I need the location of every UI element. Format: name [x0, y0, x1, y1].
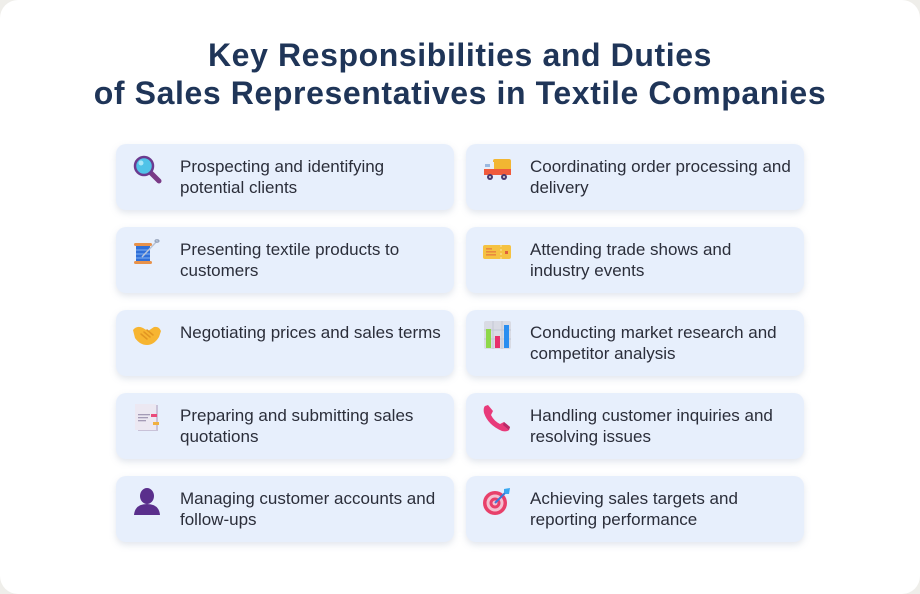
title-line-1: Key Responsibilities and Duties — [207, 37, 713, 73]
bar-chart-icon — [482, 320, 512, 350]
responsibility-card: Achieving sales targets and reporting pe… — [466, 476, 804, 542]
responsibility-label: Coordinating order processing and delive… — [530, 157, 791, 197]
responsibility-card: Handling customer inquiries and resolvin… — [466, 393, 804, 459]
responsibilities-grid: Prospecting and identifying potential cl… — [116, 144, 804, 542]
delivery-truck-icon — [482, 154, 512, 184]
handshake-icon — [132, 320, 162, 350]
responsibility-card: Prospecting and identifying potential cl… — [116, 144, 454, 210]
responsibility-label: Conducting market research and competito… — [530, 323, 777, 363]
responsibility-label: Achieving sales targets and reporting pe… — [530, 489, 738, 529]
person-silhouette-icon — [132, 486, 162, 516]
responsibility-card: Coordinating order processing and delive… — [466, 144, 804, 210]
responsibility-label: Preparing and submitting sales quotation… — [180, 406, 414, 446]
responsibility-label: Presenting textile products to customers — [180, 240, 400, 280]
document-icon — [132, 403, 162, 433]
thread-spool-icon — [132, 237, 162, 267]
responsibility-card: Managing customer accounts and follow-up… — [116, 476, 454, 542]
magnifying-glass-icon — [132, 154, 162, 184]
responsibility-label: Handling customer inquiries and resolvin… — [530, 406, 773, 446]
target-dart-icon — [482, 486, 512, 516]
ticket-icon — [482, 237, 512, 267]
responsibility-card: Negotiating prices and sales terms — [116, 310, 454, 376]
responsibility-label: Prospecting and identifying potential cl… — [180, 157, 385, 197]
responsibility-card: Conducting market research and competito… — [466, 310, 804, 376]
responsibility-label: Managing customer accounts and follow-up… — [180, 489, 436, 529]
responsibility-card: Attending trade shows and industry event… — [466, 227, 804, 293]
responsibility-label: Attending trade shows and industry event… — [530, 240, 732, 280]
title-line-2: of Sales Representatives in Textile Comp… — [93, 75, 827, 111]
responsibility-card: Preparing and submitting sales quotation… — [116, 393, 454, 459]
responsibility-card: Presenting textile products to customers — [116, 227, 454, 293]
page-title: Key Responsibilities and Duties of Sales… — [0, 36, 920, 112]
responsibility-label: Negotiating prices and sales terms — [180, 323, 441, 342]
telephone-icon — [482, 403, 512, 433]
